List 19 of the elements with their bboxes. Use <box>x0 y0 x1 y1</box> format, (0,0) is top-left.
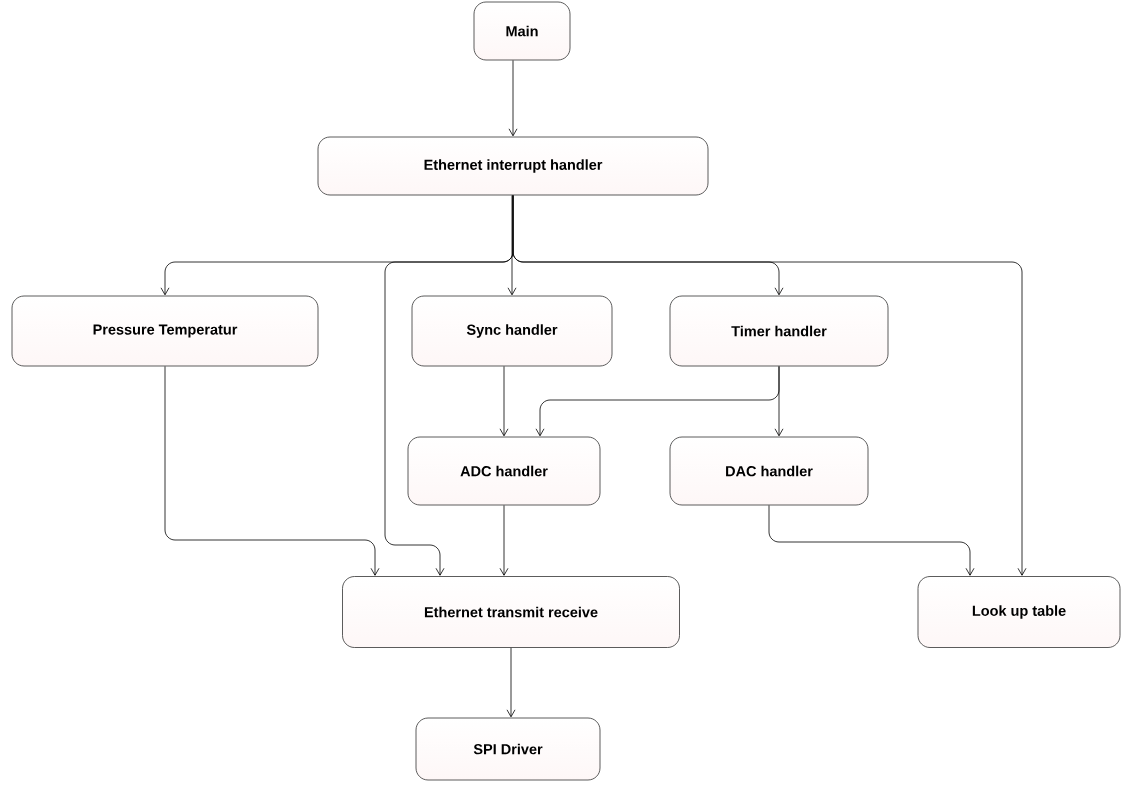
arrow <box>499 366 509 437</box>
arrow <box>774 366 784 437</box>
process-box: ADC handler <box>407 436 601 506</box>
process-box: Timer handler <box>669 295 889 367</box>
arrow <box>507 195 517 296</box>
process-box: Ethernet interrupt handler <box>317 136 709 196</box>
arrow <box>164 366 380 576</box>
arrow <box>512 195 1027 576</box>
arrow <box>499 505 509 576</box>
process-box: Pressure Temperatur <box>11 295 319 367</box>
process-box: Main <box>473 1 571 61</box>
arrow <box>508 60 518 137</box>
process-box: DAC handler <box>669 436 869 506</box>
arrow <box>506 647 516 718</box>
process-box: SPI Driver <box>415 717 601 781</box>
process-box: Look up table <box>917 576 1121 648</box>
arrow <box>768 505 975 576</box>
process-box: Sync handler <box>411 295 613 367</box>
process-box: Ethernet transmit receive <box>342 576 680 648</box>
